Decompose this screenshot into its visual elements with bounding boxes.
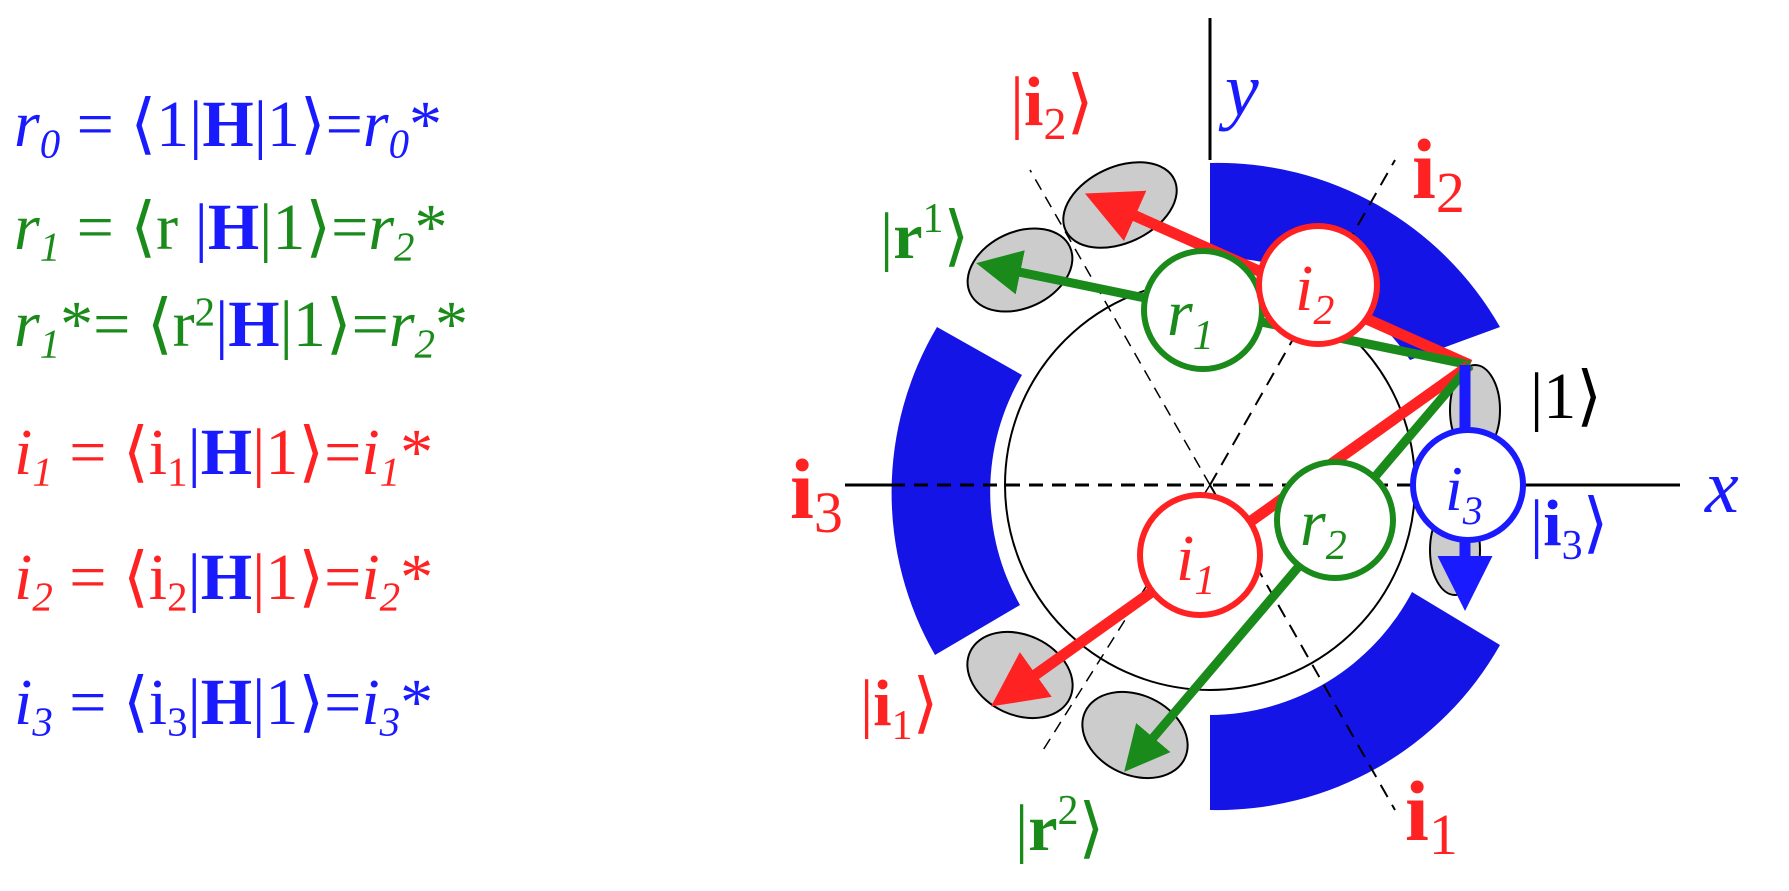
equation-row: i3 = ⟨i3|H|1⟩=i3* <box>14 666 434 745</box>
svg-text:i1: i1 <box>1176 522 1215 604</box>
ket-r2-label: |r2⟩ <box>1015 788 1104 865</box>
equation-row: i2 = ⟨i2|H|1⟩=i2* <box>14 541 434 620</box>
ellipse-i1 <box>966 630 1074 720</box>
equation-row: r1 = ⟨r |H|1⟩=r2* <box>14 191 448 270</box>
ket-i2-label: |i2⟩ <box>1010 64 1094 149</box>
guide-line-ket-i2 <box>1029 169 1211 486</box>
ket-1-label: |1⟩ <box>1530 360 1602 433</box>
circle-i2: i2 <box>1256 223 1380 347</box>
ket-r1-label: |r1⟩ <box>880 196 969 273</box>
band-bottom-right <box>1210 592 1500 811</box>
equation-row: r0 = ⟨1|H|1⟩=r0* <box>14 88 443 167</box>
svg-text:r2: r2 <box>1300 487 1347 569</box>
circle-r2: r2 <box>1274 459 1396 581</box>
circle-i3: i3 <box>1410 427 1526 543</box>
guide-line-ket-i1 <box>1039 484 1211 756</box>
circle-i1: i1 <box>1137 492 1263 618</box>
ket-i3-label: |i3⟩ <box>1530 487 1608 569</box>
guide-line-i1 <box>1209 484 1396 811</box>
label-i2: i2 <box>1412 121 1465 225</box>
axis-x-label: x <box>1704 445 1739 529</box>
equation-row: i1 = ⟨i1|H|1⟩=i1* <box>14 416 434 495</box>
equation-row: r1*= ⟨r2|H|1⟩=r2* <box>14 288 468 367</box>
band-left <box>891 327 1022 655</box>
label-i1: i1 <box>1405 763 1458 867</box>
ellipse-r2 <box>1081 690 1189 780</box>
svg-text:r1: r1 <box>1167 277 1214 359</box>
axis-y-label: y <box>1218 48 1259 132</box>
svg-text:i3: i3 <box>1445 453 1483 533</box>
svg-text:i2: i2 <box>1295 252 1334 334</box>
label-i3: i3 <box>790 441 843 545</box>
ket-i1-label: |i1⟩ <box>860 667 938 749</box>
circle-r1: r1 <box>1141 248 1265 372</box>
